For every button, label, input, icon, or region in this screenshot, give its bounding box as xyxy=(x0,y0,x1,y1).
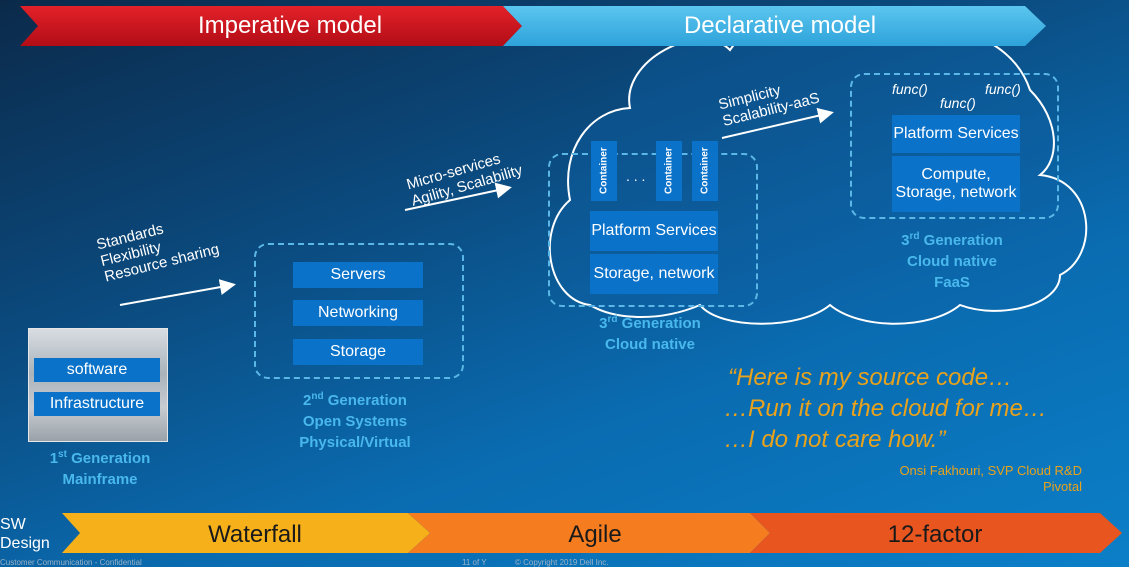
func-label-1: func() xyxy=(892,81,928,97)
footer-copyright: © Copyright 2019 Dell Inc. xyxy=(515,558,609,567)
func-label-3: func() xyxy=(985,81,1021,97)
func-label-2: func() xyxy=(940,95,976,111)
quote-line-3: …I do not care how.” xyxy=(724,426,946,453)
gen3-storage-network-box: Storage, network xyxy=(590,254,718,294)
gen3-platform-services-box: Platform Services xyxy=(590,211,718,251)
gen2-caption: 2nd Generation Open Systems Physical/Vir… xyxy=(299,391,411,451)
gen2-dashed-group xyxy=(254,243,464,379)
gen1-software-box: software xyxy=(34,358,160,382)
twelve-factor-label: 12-factor xyxy=(887,521,983,548)
gen2-servers-box: Servers xyxy=(293,262,423,288)
twelve-factor-chevron xyxy=(750,513,1122,553)
imperative-label: Imperative model xyxy=(197,12,383,39)
container-3: Container xyxy=(692,141,718,201)
quote-attribution: Onsi Fakhouri, SVP Cloud R&D Pivotal xyxy=(899,463,1082,494)
arrow-1 xyxy=(119,279,236,306)
sw-design-label: SW Design xyxy=(0,516,50,552)
bottom-chevrons xyxy=(62,513,1122,553)
quote-line-2: …Run it on the cloud for me… xyxy=(724,395,1047,422)
declarative-label: Declarative model xyxy=(683,12,877,39)
arrow-2 xyxy=(404,182,512,211)
faas-compute-box: Compute, Storage, network xyxy=(892,156,1020,212)
gen3-caption: 3rd Generation Cloud native xyxy=(599,314,701,353)
gen2-networking-box: Networking xyxy=(293,300,423,326)
container-2: Container xyxy=(656,141,682,201)
container-1: Container xyxy=(591,141,617,201)
waterfall-chevron xyxy=(62,513,430,553)
imperative-chevron xyxy=(20,6,522,46)
waterfall-label: Waterfall xyxy=(208,521,302,548)
faas-dashed-group xyxy=(850,73,1059,219)
faas-caption: 3rd Generation Cloud native FaaS xyxy=(901,231,1003,291)
agile-chevron xyxy=(408,513,770,553)
declarative-chevron xyxy=(503,6,1046,46)
arrow-3 xyxy=(721,107,834,139)
agile-label: Agile xyxy=(568,521,622,548)
gen1-caption: 1st Generation Mainframe xyxy=(49,449,151,488)
top-chevrons xyxy=(20,6,1046,46)
gen1-infrastructure-box: Infrastructure xyxy=(34,392,160,416)
gen2-storage-box: Storage xyxy=(293,339,423,365)
container-dots: . . . xyxy=(626,168,646,184)
faas-platform-services-box: Platform Services xyxy=(892,115,1020,153)
footer-confidential: Customer Communication - Confidential xyxy=(0,558,142,567)
mainframe-image xyxy=(28,328,168,442)
footer-page: 11 of Y xyxy=(462,558,487,567)
quote-line-1: “Here is my source code… xyxy=(728,364,1013,391)
gen3-dashed-group xyxy=(548,153,758,307)
